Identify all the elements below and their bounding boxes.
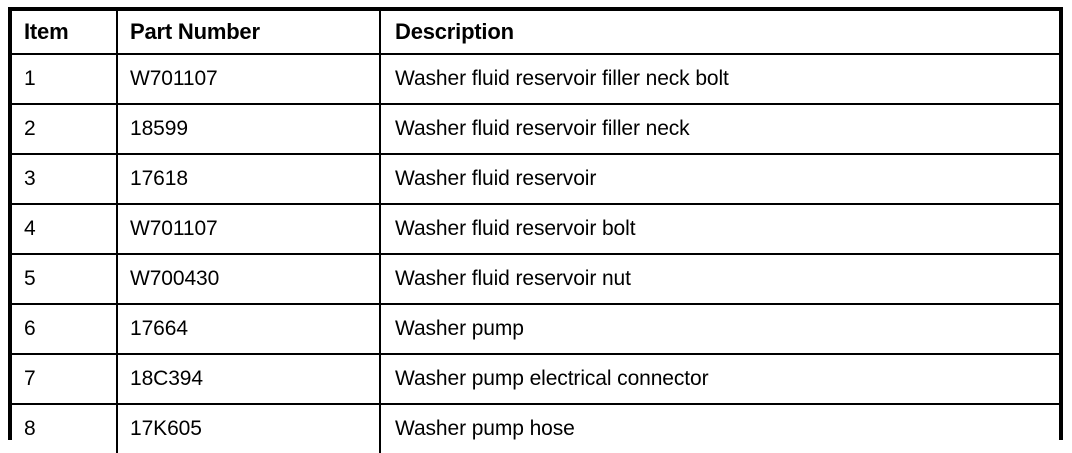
- cell-description: Washer fluid reservoir: [380, 154, 1059, 205]
- cell-item: 1: [12, 54, 118, 105]
- cell-description: Washer pump hose: [395, 416, 575, 440]
- cell-description: Washer fluid reservoir filler neck: [380, 104, 1059, 155]
- cell-description: Washer pump: [380, 304, 1059, 355]
- column-header-description: Description: [380, 11, 1059, 55]
- cell-part-number: 18C394: [117, 354, 381, 405]
- cell-part-number: 17618: [117, 154, 381, 205]
- cell-part-number: W701107: [117, 204, 381, 255]
- cell-part-number: 17K605: [117, 404, 381, 453]
- table-row: 1 W701107 Washer fluid reservoir filler …: [12, 54, 1059, 105]
- column-header-part-number: Part Number: [117, 11, 381, 55]
- cell-item: 8: [12, 404, 118, 453]
- table-header-row: Item Part Number Description: [12, 11, 1059, 55]
- table-row: 3 17618 Washer fluid reservoir: [12, 154, 1059, 205]
- parts-table-container: Item Part Number Description 1 W701107 W…: [8, 7, 1063, 453]
- cell-part-number: W701107: [117, 54, 381, 105]
- parts-table: Item Part Number Description 1 W701107 W…: [12, 11, 1059, 453]
- cell-item: 4: [12, 204, 118, 255]
- table-body: 1 W701107 Washer fluid reservoir filler …: [12, 54, 1059, 453]
- table-row: 6 17664 Washer pump: [12, 304, 1059, 355]
- cell-item: 7: [12, 354, 118, 405]
- cell-item: 2: [12, 104, 118, 155]
- cell-description: Washer pump electrical connector: [380, 354, 1059, 405]
- table-header: Item Part Number Description: [12, 11, 1059, 55]
- table-row: 4 W701107 Washer fluid reservoir bolt: [12, 204, 1059, 255]
- cell-description: Washer fluid reservoir bolt: [380, 204, 1059, 255]
- table-row: 5 W700430 Washer fluid reservoir nut: [12, 254, 1059, 305]
- cell-description: Washer fluid reservoir nut: [380, 254, 1059, 305]
- cell-description: Washer fluid reservoir filler neck bolt: [380, 54, 1059, 105]
- table-row: 2 18599 Washer fluid reservoir filler ne…: [12, 104, 1059, 155]
- table-row: 7 18C394 Washer pump electrical connecto…: [12, 354, 1059, 405]
- cell-part-number: W700430: [117, 254, 381, 305]
- cell-part-number: 18599: [117, 104, 381, 155]
- cell-item: 3: [12, 154, 118, 205]
- cell-part-number: 17664: [117, 304, 381, 355]
- cell-item: 6: [12, 304, 118, 355]
- table-row: 8 17K605 Washer pump hose: [12, 404, 1059, 453]
- cell-item: 5: [12, 254, 118, 305]
- column-header-item: Item: [12, 11, 118, 55]
